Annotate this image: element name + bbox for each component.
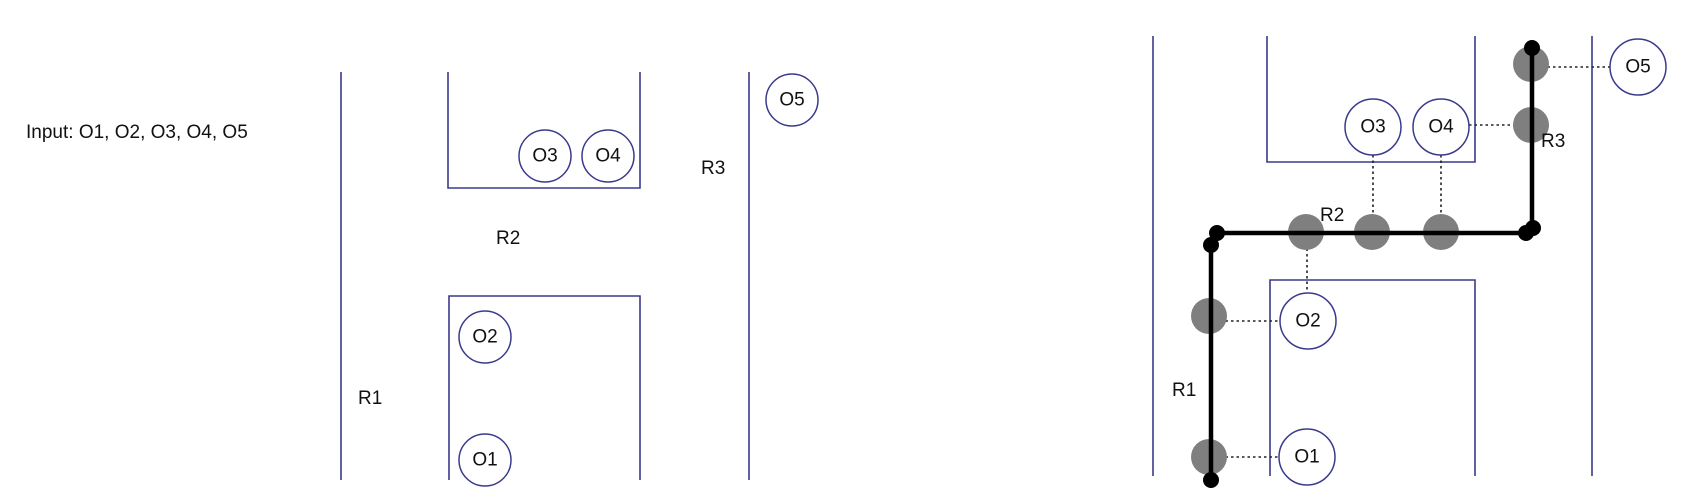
left-object-o3: O3 [518, 129, 572, 183]
right-bottom-room [1269, 279, 1476, 476]
left-object-o5-label: O5 [779, 90, 804, 111]
left-object-o3-label: O3 [532, 146, 557, 167]
right-region-r3-label: R3 [1541, 131, 1565, 152]
path-vertex-2 [1209, 225, 1225, 241]
left-region-r2-label: R2 [496, 228, 520, 249]
path-end-point [1524, 40, 1540, 56]
input-label: Input: O1, O2, O3, O4, O5 [26, 122, 248, 143]
right-region-r2-label: R2 [1320, 205, 1344, 226]
right-object-o3: O3 [1344, 98, 1402, 156]
path-vertex-1 [1203, 237, 1219, 253]
right-object-o4: O4 [1412, 98, 1470, 156]
left-region-r1-label: R1 [358, 388, 382, 409]
left-object-o2-label: O2 [472, 327, 497, 348]
left-object-o4: O4 [581, 129, 635, 183]
right-region-r1-label: R1 [1172, 380, 1196, 401]
right-top-room [1266, 36, 1476, 163]
left-object-o4-label: O4 [595, 146, 621, 167]
right-panel: R1 R2 R3 O1 O2 O3 O4 O5 [1152, 36, 1667, 488]
left-object-o2: O2 [458, 310, 512, 364]
path-vertex-4 [1525, 220, 1541, 236]
right-object-o2: O2 [1279, 292, 1337, 350]
left-panel: Input: O1, O2, O3, O4, O5 R1 R2 R3 O1 O2… [26, 72, 819, 487]
right-object-o2-label: O2 [1295, 311, 1320, 332]
right-object-o1-label: O1 [1294, 447, 1319, 468]
route-path [1208, 48, 1535, 480]
right-object-o1: O1 [1278, 428, 1336, 486]
right-object-o5: O5 [1609, 38, 1667, 96]
left-region-r3-label: R3 [701, 158, 725, 179]
left-object-o1-label: O1 [472, 450, 497, 471]
left-object-o1: O1 [458, 433, 512, 487]
right-object-o4-label: O4 [1428, 117, 1454, 138]
left-bottom-room [448, 295, 641, 480]
right-object-o5-label: O5 [1625, 57, 1650, 78]
left-top-room [447, 72, 641, 189]
path-start-point [1203, 472, 1219, 488]
left-object-o5: O5 [765, 73, 819, 127]
right-object-o3-label: O3 [1360, 117, 1385, 138]
